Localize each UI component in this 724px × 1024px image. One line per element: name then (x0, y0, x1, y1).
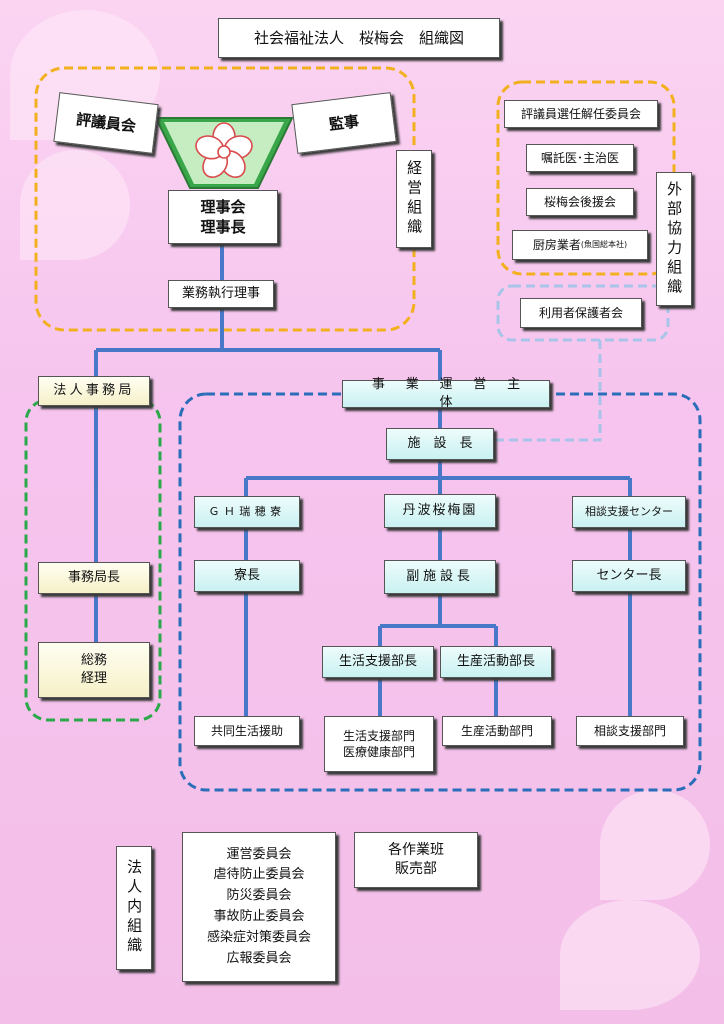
sakura-petal-decoration (600, 790, 710, 900)
selection-committee-box: 評議員選任解任委員会 (504, 100, 658, 128)
external-group-outline (496, 80, 676, 276)
guardians-group-outline (496, 284, 670, 342)
life-support-head-box: 生活支援部長 (322, 646, 434, 678)
committee-item: 感染症対策委員会 (206, 929, 311, 945)
life-support-dept-box: 生活支援部門 医療健康部門 (324, 716, 434, 772)
chairman-label: 理事長 (200, 218, 246, 236)
gh-mizuho-box: ＧＨ瑞穂寮 (194, 496, 300, 528)
general-affairs-box: 総務 経理 (38, 642, 150, 698)
production-head-box: 生産活動部長 (440, 646, 552, 678)
work-groups-box: 各作業班 販売部 (354, 832, 478, 888)
accounting-label: 経理 (80, 671, 107, 686)
guardians-link-line (494, 340, 602, 442)
general-affairs-label: 総務 (80, 653, 107, 669)
committee-item: 虐待防止委員会 (213, 867, 305, 883)
dorm-head-box: 寮長 (194, 560, 300, 592)
vice-director-box: 副施設長 (384, 560, 496, 594)
center-head-box: センター長 (572, 560, 686, 592)
group-life-box: 共同生活援助 (194, 716, 300, 746)
kitchen-label: 厨房業者 (532, 237, 581, 252)
consult-dept-box: 相談支援部門 (576, 716, 684, 746)
life-support-dept-label: 生活支援部門 (342, 728, 415, 743)
committee-item: 広報委員会 (226, 950, 292, 966)
board-label: 理事会 (200, 197, 246, 216)
page-title: 社会福祉法人 桜梅会 組織図 (218, 18, 500, 58)
operations-head-box: 事業運営主体 (342, 377, 550, 410)
consult-center-box: 相談支援センター (572, 496, 686, 528)
sakura-petal-decoration (20, 150, 130, 260)
tanba-oubaien-box: 丹波桜梅園 (384, 494, 496, 528)
doctor-box: 嘱託医･主治医 (526, 144, 634, 172)
health-dept-label: 医療健康部門 (342, 745, 415, 759)
operations-group-outline (178, 392, 702, 792)
sakura-emblem-icon (195, 122, 253, 178)
office-director-box: 事務局長 (38, 562, 150, 594)
committee-item: 防災委員会 (226, 888, 292, 904)
committee-item: 運営委員会 (226, 846, 292, 862)
executive-director-box: 業務執行理事 (168, 280, 274, 308)
work-groups-label: 各作業班 (388, 842, 444, 859)
management-org-label: 経営組織 (396, 150, 432, 248)
internal-org-label: 法人内組織 (116, 846, 152, 970)
sales-dept-label: 販売部 (395, 861, 437, 877)
board-box: 理事会 理事長 (168, 190, 278, 244)
sakura-petal-decoration (560, 900, 700, 1010)
support-club-box: 桜梅会後援会 (526, 188, 634, 216)
committee-item: 事故防止委員会 (213, 909, 305, 924)
kitchen-vendor-box: 厨房業者(魚国総本社) (512, 230, 648, 260)
facility-director-box: 施設長 (386, 428, 494, 460)
committees-box: 運営委員会 虐待防止委員会 防災委員会 事故防止委員会 感染症対策委員会 広報委… (182, 832, 336, 982)
production-dept-box: 生産活動部門 (442, 716, 552, 746)
corporate-office-box: 法人事務局 (38, 376, 150, 406)
kitchen-note: (魚国総本社) (580, 239, 628, 249)
guardians-box: 利用者保護者会 (520, 298, 642, 328)
external-org-label: 外部協力組織 (656, 172, 692, 306)
